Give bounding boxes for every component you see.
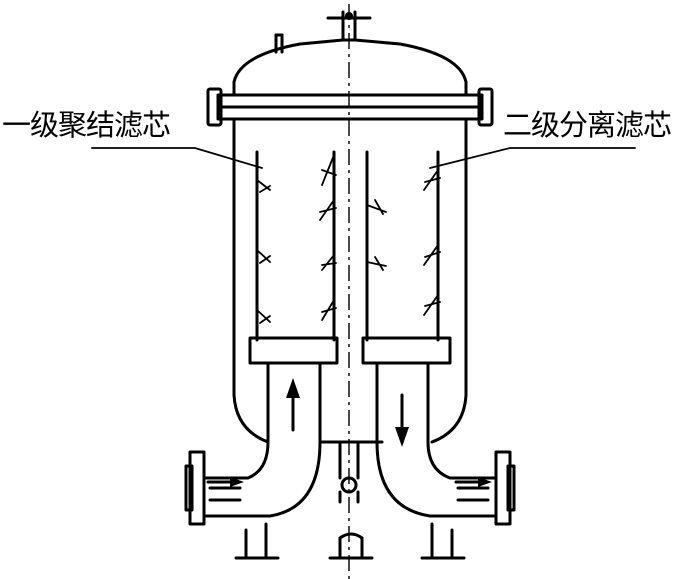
leader-line-left (91, 147, 263, 169)
leader-line-right (429, 147, 636, 169)
right-arrow-icon (206, 477, 244, 487)
down-arrow-icon (395, 393, 409, 447)
label-primary-coalescing-element: 一级聚结滤芯 (2, 108, 171, 142)
support-leg (420, 522, 466, 560)
inlet-pipe (184, 361, 322, 526)
vessel-shell (232, 117, 468, 444)
label-secondary-separation-element: 二级分离滤芯 (503, 108, 672, 142)
support-leg (234, 522, 280, 560)
vessel-top-head (232, 38, 468, 97)
flow-tick-marks (256, 154, 441, 324)
up-arrow-icon (286, 378, 300, 432)
support-leg (328, 532, 374, 560)
outlet-pipe (375, 361, 516, 526)
right-arrow-icon (454, 477, 492, 487)
body-flange (206, 87, 494, 127)
